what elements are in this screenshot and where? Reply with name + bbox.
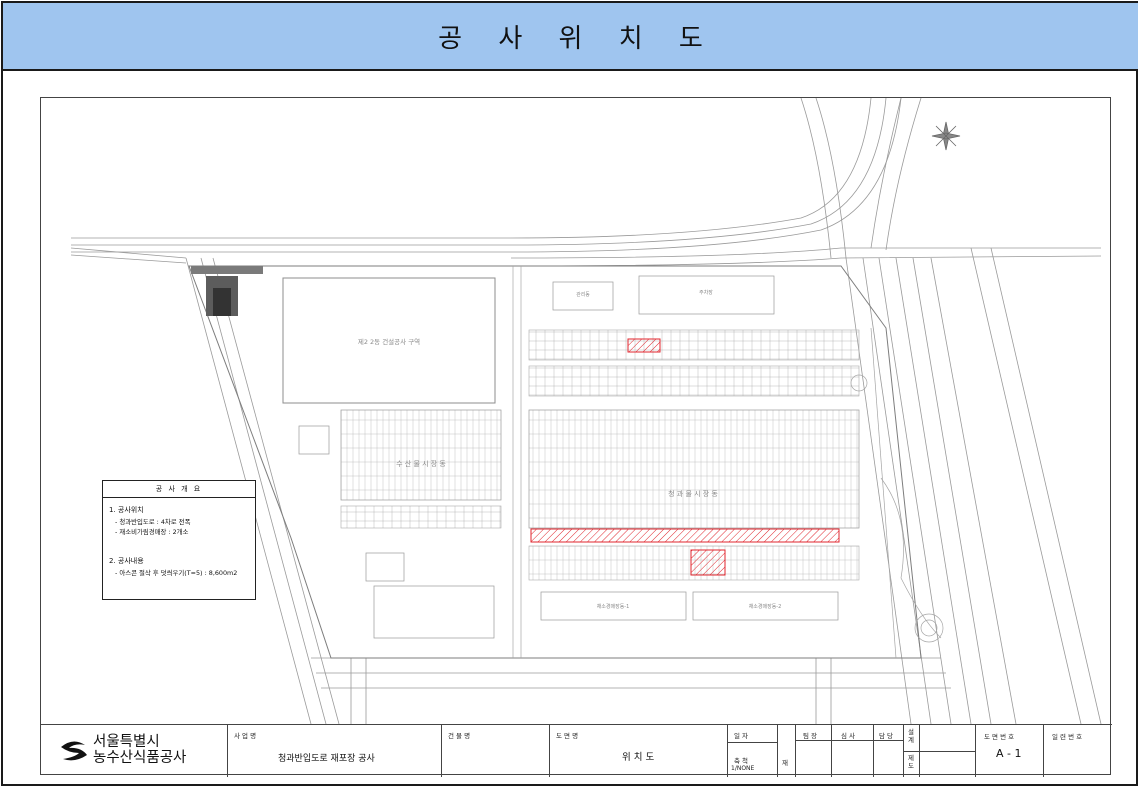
date-scale-cell: 일 자 축 척 1/NONE [727, 725, 778, 777]
project-value: 청과반입도로 재포장 공사 [278, 754, 375, 764]
review-cell: 심 사 [831, 725, 874, 777]
site-plan: 제2 2동 건설공사 구역 관리동 주차장 수 산 물 시 장 동 청 과 물 … [70, 98, 1102, 724]
org-name-line2: 농수산식품공사 [93, 750, 187, 766]
swirl-logo-icon [61, 741, 87, 761]
south-road [311, 657, 951, 724]
overview-content-item: - 아스콘 절삭 후 덧씌우기(T=5) : 8,600m2 [115, 569, 238, 577]
overview-location-item: - 청과반입도로 : 4차로 전폭 [115, 518, 191, 526]
scale-label: 축 척 [734, 757, 749, 765]
project-overview: 공 사 개 요 1. 공사위치 - 청과반입도로 : 4차로 전폭 - 재소비가… [102, 480, 256, 600]
overview-title: 공 사 개 요 [103, 481, 255, 498]
overview-content-heading: 2. 공사내용 [109, 557, 144, 565]
site-boundary [188, 265, 922, 659]
project-cell: 사 업 명 청과반입도로 재포장 공사 [227, 725, 441, 777]
overview-location-item: - 재소비가림경매장 : 2개소 [115, 528, 189, 536]
drawing-number-value: A - 1 [996, 747, 1022, 760]
fish-market-hall [340, 409, 502, 501]
org-name-line1: 서울특별시 [93, 734, 160, 750]
organization-logo: 서울특별시 농수산식품공사 [41, 725, 227, 777]
work-area-2 [530, 528, 840, 543]
design-label: 설 계 [908, 728, 914, 744]
revision-cell: 재 [777, 725, 795, 777]
construction-zone-label: 제2 2동 건설공사 구역 [358, 337, 420, 346]
serial-number-cell: 일 련 번 호 [1043, 725, 1112, 777]
drawing-sheet: 제2 2동 건설공사 구역 관리동 주차장 수 산 물 시 장 동 청 과 물 … [40, 97, 1112, 777]
work-area-1 [627, 338, 661, 353]
construction-zone [282, 277, 496, 404]
landscape-area [850, 374, 944, 643]
building-cell: 건 물 명 [441, 725, 549, 777]
serial-number-label: 일 련 번 호 [1052, 733, 1083, 741]
draft-label: 제 도 [908, 754, 914, 770]
building-label: 건 물 명 [448, 732, 471, 740]
wholesale-label-2: 채소경매장동-2 [749, 603, 782, 610]
drawing-name-value: 위 치 도 [622, 752, 655, 763]
team-lead-label: 팀 장 [803, 732, 818, 740]
review-label: 심 사 [841, 732, 856, 740]
produce-market-label: 청 과 물 시 장 동 [668, 489, 718, 498]
north-arrow-icon [931, 121, 961, 151]
fish-market-label: 수 산 물 시 장 동 [396, 459, 446, 468]
page-title: 공 사 위 치 도 [438, 23, 717, 54]
design-draft-cell: 설 계 제 도 [903, 725, 920, 777]
in-charge-label: 담 당 [879, 732, 894, 740]
work-area-3 [690, 549, 726, 576]
date-label: 일 자 [734, 732, 749, 740]
admin-building [191, 266, 263, 316]
work-area-highlights [530, 338, 840, 576]
west-road [70, 247, 340, 724]
facility-label-2: 주차장 [699, 289, 713, 296]
drawing-name-label: 도 면 명 [556, 732, 579, 740]
overview-location-heading: 1. 공사위치 [109, 506, 144, 514]
facility-label-1: 관리동 [576, 291, 590, 298]
drawing-number-cell: 도 면 번 호 A - 1 [975, 725, 1043, 777]
stall-blocks-top [528, 329, 860, 397]
drawing-number-label: 도 면 번 호 [984, 733, 1015, 741]
sign-cell [919, 725, 976, 777]
wholesale-label-1: 채소경매장동-1 [597, 603, 630, 610]
produce-market-hall [528, 409, 860, 529]
title-block: 서울특별시 농수산식품공사 사 업 명 청과반입도로 재포장 공사 건 물 명 … [41, 724, 1112, 777]
project-label: 사 업 명 [234, 732, 257, 740]
revision-label: 재 [782, 759, 788, 767]
east-road [845, 247, 1102, 724]
in-charge-cell: 담 당 [873, 725, 904, 777]
title-banner: 공 사 위 치 도 [3, 3, 1138, 71]
scale-value: 1/NONE [731, 765, 755, 772]
team-lead-cell: 팀 장 [795, 725, 832, 777]
drawing-name-cell: 도 면 명 위 치 도 [549, 725, 727, 777]
